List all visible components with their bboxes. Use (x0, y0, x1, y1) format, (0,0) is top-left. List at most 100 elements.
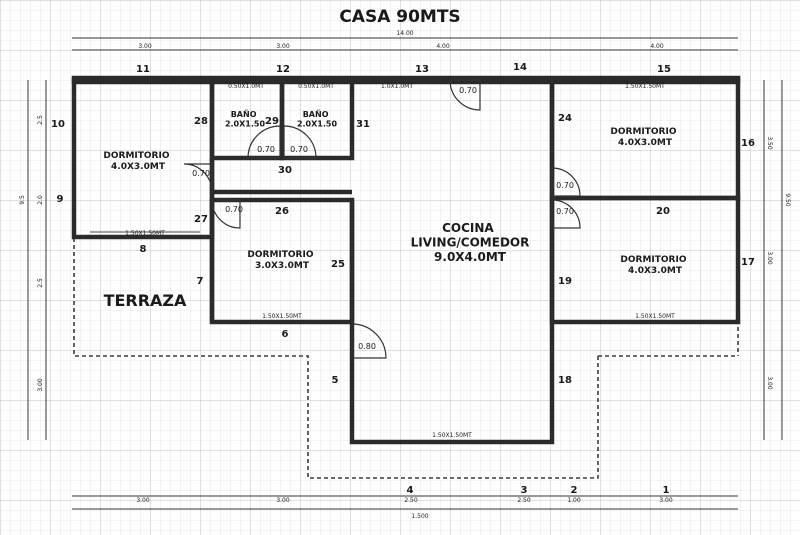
room-dormitorio-c: DORMITORIO 3.0X3.0MT (247, 250, 316, 271)
bottom-dimensions: 3.00 3.00 2.50 2.50 1.00 3.00 1.500 (72, 495, 738, 520)
ref-number: 31 (356, 119, 370, 130)
left-dim-2: 2.0 (37, 195, 44, 205)
door-label-7: 0.70 (556, 207, 574, 216)
right-dimensions: 3.50 3.00 3.00 9.50 (763, 80, 791, 440)
ref-number: 17 (741, 257, 755, 268)
room-dormitorio-se: DORMITORIO 4.0X3.0MT (620, 255, 689, 276)
door-arc-5 (211, 199, 241, 229)
bottom-dim-6: 3.00 (659, 497, 673, 504)
terrace-outline (73, 238, 739, 479)
room-dormitorio-nw: DORMITORIO 4.0X3.0MT (103, 151, 172, 172)
text-line: 9.0X4.0MT (434, 250, 507, 264)
left-dimensions: 9.5 2.5 2.0 2.5 3.00 (19, 80, 47, 440)
left-dim-3: 2.5 (37, 278, 44, 288)
ref-number: 27 (194, 214, 208, 225)
windows: 1.50X1.50MT 0.50X1.0MT 0.50X1.0MT 1.0X1.… (90, 83, 675, 439)
bottom-dim-2: 3.00 (276, 497, 290, 504)
text-line: 4.0X3.0MT (618, 138, 673, 148)
ref-number: 13 (415, 64, 429, 75)
ref-number: 18 (558, 375, 572, 386)
room-labels: DORMITORIO 4.0X3.0MT BAÑO 2.0X1.50 BAÑO … (103, 109, 689, 310)
ref-number: 28 (194, 116, 208, 127)
window-label-4: 1.0X1.0MT (381, 83, 413, 90)
left-dim-4: 3.00 (37, 378, 44, 392)
ref-number: 26 (275, 206, 289, 217)
top-dimensions: 14.00 3.00 3.00 4.00 4.00 (72, 30, 738, 51)
right-dim-3: 3.00 (766, 376, 773, 390)
plan-title: CASA 90MTS (339, 7, 460, 27)
ref-number: 8 (140, 244, 147, 255)
ref-number: 29 (265, 116, 279, 127)
ref-number: 5 (332, 375, 339, 386)
room-bano-2: BAÑO 2.0X1.50 (297, 109, 338, 129)
ref-number: 16 (741, 138, 755, 149)
top-total-dim: 14.00 (396, 30, 413, 37)
door-arc-4 (449, 79, 481, 111)
door-arc-6 (551, 167, 581, 197)
ref-number: 7 (197, 276, 204, 287)
ref-number: 4 (407, 485, 414, 496)
window-label-8: 1.50X1.50MT (635, 313, 675, 320)
ref-number: 24 (558, 113, 572, 124)
text-line: 4.0X3.0MT (628, 266, 683, 276)
ref-number: 3 (521, 485, 528, 496)
bottom-dim-3: 2.50 (404, 497, 418, 504)
door-label-6: 0.70 (556, 181, 574, 190)
ref-number: 10 (51, 119, 65, 130)
ref-number: 1 (663, 485, 670, 496)
door-arc-8 (351, 323, 387, 359)
ref-number: 25 (331, 259, 345, 270)
window-label-1: 1.50X1.50MT (125, 230, 165, 237)
text-line: 2.0X1.50 (297, 120, 338, 129)
ref-number: 6 (282, 329, 289, 340)
window-label-5: 1.50X1.50MT (625, 83, 665, 90)
text-line: 3.0X3.0MT (255, 261, 310, 271)
bottom-dim-1: 3.00 (136, 497, 150, 504)
top-dim-3: 4.00 (436, 43, 450, 50)
top-dim-1: 3.00 (138, 43, 152, 50)
door-label-1: 0.70 (192, 169, 210, 178)
door-label-5: 0.70 (225, 205, 243, 214)
left-total-dim: 9.5 (19, 195, 26, 205)
ref-number: 2 (571, 485, 578, 496)
left-dim-1: 2.5 (37, 115, 44, 125)
right-dim-2: 3.00 (766, 251, 773, 265)
door-label-8: 0.80 (358, 342, 376, 351)
door-arc-7 (551, 199, 581, 229)
window-label-7: 1.50X1.50MT (432, 432, 472, 439)
door-arc-2 (247, 125, 281, 159)
doors: 0.70 0.70 0.70 0.70 0.70 0.70 0.70 0.80 (183, 79, 581, 359)
bottom-dim-5: 1.00 (567, 497, 581, 504)
ref-number: 19 (558, 276, 572, 287)
window-label-2: 0.50X1.0MT (228, 83, 264, 90)
right-dim-1: 3.50 (766, 136, 773, 150)
room-bano-1: BAÑO 2.0X1.50 (225, 109, 266, 129)
room-terraza: TERRAZA (104, 291, 187, 310)
text-line: 4.0X3.0MT (111, 162, 166, 172)
door-arc-1 (183, 163, 213, 193)
text-line: 2.0X1.50 (225, 120, 266, 129)
right-total-dim: 9.50 (784, 193, 791, 207)
room-dormitorio-ne: DORMITORIO 4.0X3.0MT (610, 127, 679, 148)
ref-number: 9 (57, 194, 64, 205)
ref-number: 12 (276, 64, 290, 75)
ref-number: 15 (657, 64, 671, 75)
ref-number: 14 (513, 62, 527, 73)
ref-number: 11 (136, 64, 150, 75)
walls (71, 75, 741, 445)
door-label-3: 0.70 (290, 145, 308, 154)
ref-number: 20 (656, 206, 670, 217)
door-label-4: 0.70 (459, 86, 477, 95)
bottom-total-dim: 1.500 (411, 513, 428, 520)
window-label-6: 1.50X1.50MT (262, 313, 302, 320)
top-dim-4: 4.00 (650, 43, 664, 50)
bottom-dim-4: 2.50 (517, 497, 531, 504)
door-label-2: 0.70 (257, 145, 275, 154)
reference-numbers: 11 12 13 14 15 10 9 8 7 6 5 4 3 2 1 28 2… (51, 62, 755, 496)
door-arc-3 (283, 125, 317, 159)
top-dim-2: 3.00 (276, 43, 290, 50)
text-line: LIVING/COMEDOR (411, 235, 530, 249)
